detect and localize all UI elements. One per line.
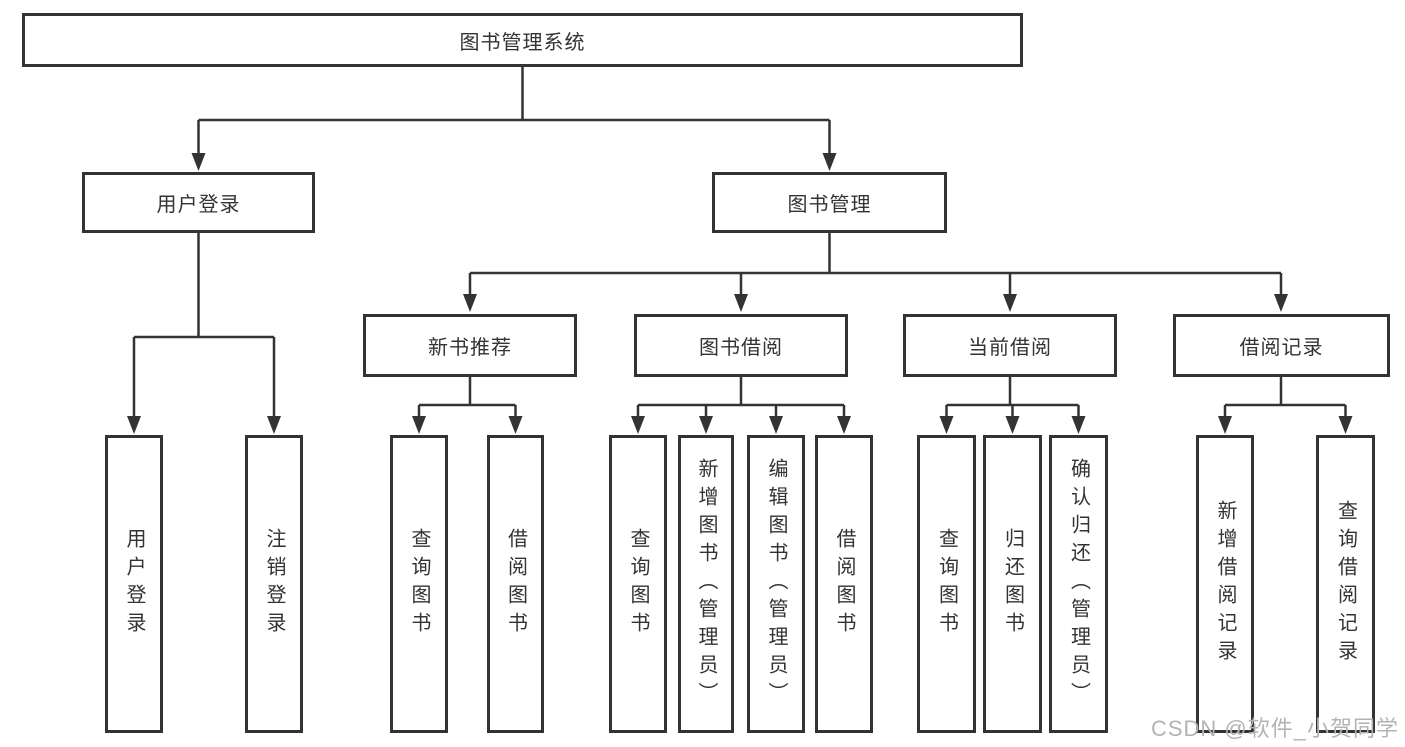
leaf-label: 借阅图书 [504, 528, 527, 640]
leaf-query-book-current: 查询图书 [917, 435, 976, 733]
node-label: 新书推荐 [428, 337, 512, 359]
node-label: 借阅记录 [1239, 337, 1324, 359]
arrow-icon [1003, 294, 1017, 312]
connector-borrow-records [1223, 377, 1347, 417]
arrow-icon [822, 153, 837, 171]
connector-root [197, 67, 831, 154]
leaf-label: 查询图书 [408, 528, 430, 640]
leaf-label: 编辑图书（管理员） [765, 458, 787, 710]
leaf-label: 新增借阅记录 [1214, 500, 1236, 668]
arrow-icon [734, 294, 748, 312]
leaf-user-login: 用户登录 [105, 435, 163, 733]
leaf-return-book: 归还图书 [983, 435, 1042, 733]
arrow-icon [837, 416, 851, 434]
leaf-label: 查询图书 [935, 528, 958, 640]
arrow-icon [699, 416, 713, 434]
arrow-icon [508, 416, 523, 434]
node-library-system: 图书管理系统 [22, 13, 1023, 67]
node-label: 当前借阅 [968, 337, 1052, 359]
leaf-label: 确认归还（管理员） [1067, 458, 1090, 710]
leaf-add-book-admin: 新增图书（管理员） [678, 435, 734, 733]
arrow-icon [463, 294, 477, 312]
arrow-icon [939, 416, 954, 434]
leaf-label: 归还图书 [1001, 528, 1024, 640]
arrowheads [127, 153, 1353, 434]
arrow-icon [191, 153, 206, 171]
node-book-borrow: 图书借阅 [634, 314, 848, 377]
arrow-icon [769, 416, 783, 434]
leaf-label: 借阅图书 [833, 528, 855, 640]
arrow-icon [1274, 294, 1288, 312]
csdn-watermark: CSDN @软件_小贺同学 [1150, 716, 1399, 741]
arrow-icon [127, 416, 141, 434]
leaf-logout: 注销登录 [245, 435, 303, 733]
arrow-icon [631, 416, 645, 434]
arrow-icon [1218, 416, 1232, 434]
leaf-query-book-recommend: 查询图书 [390, 435, 448, 733]
leaf-label: 用户登录 [123, 528, 145, 640]
node-label: 图书借阅 [699, 337, 783, 359]
leaf-label: 新增图书（管理员） [695, 458, 717, 710]
leaf-query-book-borrow: 查询图书 [609, 435, 667, 733]
leaf-query-borrow-record: 查询借阅记录 [1316, 435, 1375, 733]
arrow-icon [267, 416, 281, 434]
leaf-add-borrow-record: 新增借阅记录 [1196, 435, 1254, 733]
arrow-icon [1071, 416, 1086, 434]
connector-current-borrow [945, 377, 1080, 417]
arrow-icon [412, 416, 426, 434]
connector-user-login [132, 233, 276, 417]
node-user-login: 用户登录 [82, 172, 315, 233]
leaf-borrow-book-recommend: 借阅图书 [487, 435, 544, 733]
node-label: 图书管理 [787, 194, 872, 216]
leaf-label: 注销登录 [263, 528, 285, 640]
node-label: 图书管理系统 [459, 31, 586, 54]
node-borrow-records: 借阅记录 [1173, 314, 1390, 377]
node-book-mgmt: 图书管理 [712, 172, 947, 233]
leaf-confirm-return-admin: 确认归还（管理员） [1049, 435, 1108, 733]
node-current-borrow: 当前借阅 [903, 314, 1117, 377]
arrow-icon [1338, 416, 1353, 434]
arrow-icon [1005, 416, 1020, 434]
node-label: 用户登录 [156, 194, 241, 216]
leaf-label: 查询图书 [627, 528, 649, 640]
node-new-book-recommend: 新书推荐 [363, 314, 577, 377]
connector-new-book [417, 377, 517, 417]
connector-book-borrow [636, 377, 846, 417]
leaf-borrow-book: 借阅图书 [815, 435, 873, 733]
leaf-label: 查询借阅记录 [1334, 500, 1357, 668]
connector-book-mgmt [468, 233, 1283, 295]
leaf-edit-book-admin: 编辑图书（管理员） [747, 435, 805, 733]
